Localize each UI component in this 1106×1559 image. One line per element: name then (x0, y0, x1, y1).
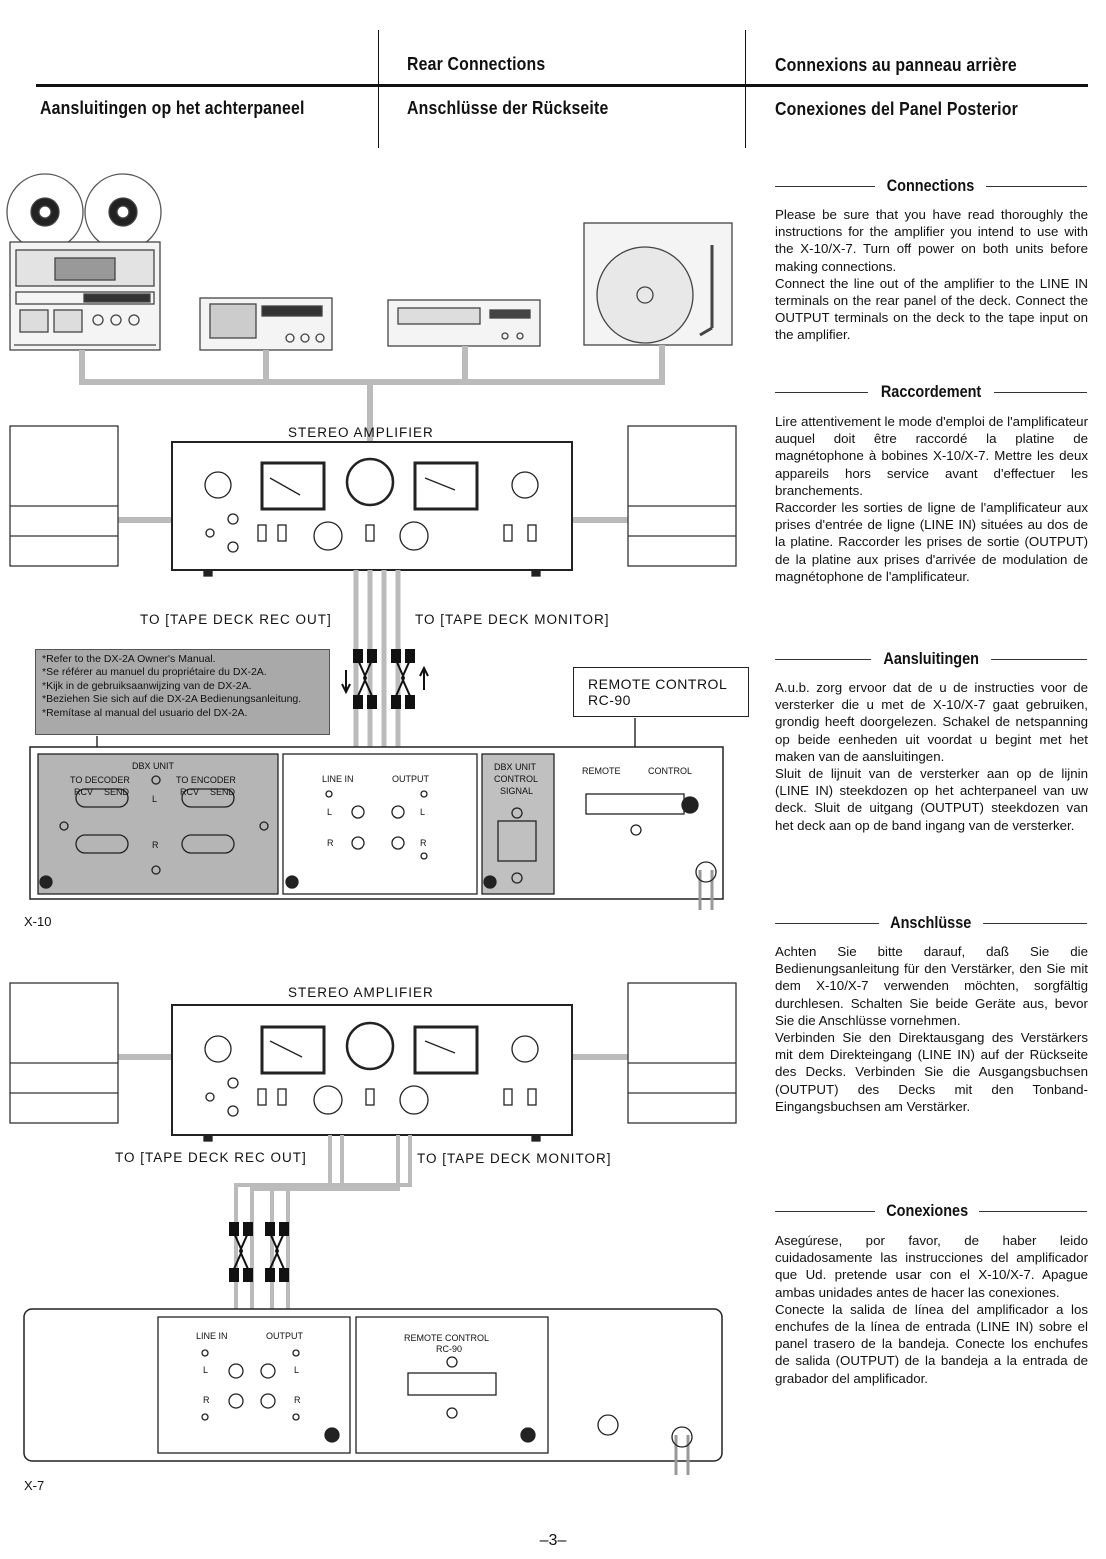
x7-rear-panel (23, 1308, 723, 1475)
section-text-es: Asegúrese, por favor, de haber leido cui… (775, 1233, 1088, 1386)
panel-dbx-control-2: CONTROL (494, 774, 538, 784)
section-title-connections: Connections (775, 175, 1087, 197)
panel-r-in: R (327, 838, 334, 848)
panel-rcv-1: RCV (74, 787, 93, 797)
diagram-x10: DBX UNIT TO DECODER TO ENCODER RCV SEND … (6, 173, 737, 910)
panel-line-in: LINE IN (322, 774, 354, 784)
header-divider-right (745, 30, 746, 148)
panel-send-2: SEND (210, 787, 236, 797)
amp-label-x7: STEREO AMPLIFIER (288, 985, 434, 1000)
header-conexiones: Conexiones del Panel Posterior (775, 99, 1018, 119)
x7-panel-rc90: RC-90 (436, 1344, 462, 1354)
panel-r-out: R (420, 838, 427, 848)
page-number: –3– (539, 1532, 567, 1549)
stereo-amplifier-illustration (171, 441, 573, 577)
tuner-illustration (387, 299, 541, 347)
rca-plug-group-x7 (229, 1222, 289, 1282)
dx2a-note-box: *Refer to the DX-2A Owner's Manual. *Se … (35, 649, 330, 735)
rca-plug-group (341, 649, 429, 709)
section-title-conexiones: Conexiones (775, 1200, 1087, 1222)
header-rear-connections: Rear Connections (407, 54, 546, 74)
amp-label-x10: STEREO AMPLIFIER (288, 425, 434, 440)
panel-dbx-unit-label: DBX UNIT (132, 761, 175, 771)
header-connexions: Connexions au panneau arrière (775, 55, 1017, 75)
panel-output: OUTPUT (392, 774, 430, 784)
x7-panel-r-out: R (294, 1395, 301, 1405)
speaker-left-x7-illustration (9, 982, 119, 1124)
panel-l-dbx: L (152, 794, 157, 804)
x10-rear-panel (29, 746, 724, 910)
x7-panel-l-in: L (203, 1365, 208, 1375)
section-title-anschlusse: Anschlüsse (775, 912, 1087, 934)
to-monitor-x10: TO [TAPE DECK MONITOR] (415, 612, 610, 627)
panel-rcv-2: RCV (180, 787, 199, 797)
panel-remote: REMOTE (582, 766, 621, 776)
section-text-fr: Lire attentivement le mode d'emploi de l… (775, 414, 1088, 584)
stereo-amplifier-x7-illustration (171, 1004, 573, 1142)
section-title-aansluitingen: Aansluitingen (775, 648, 1087, 670)
header-rule (36, 84, 1088, 87)
cassette-deck-illustration (199, 297, 333, 351)
speaker-right-illustration (627, 425, 737, 567)
reel-deck-illustration (6, 173, 162, 351)
x7-panel-output: OUTPUT (266, 1331, 304, 1341)
turntable-illustration (583, 222, 733, 346)
section-text-de: Achten Sie bitte darauf, daß Sie die Bed… (775, 944, 1088, 1114)
diagram-x7: LINE IN OUTPUT L L R R REMOTE CONTROL RC… (9, 982, 737, 1475)
remote-control-box: REMOTE CONTROL RC-90 (573, 667, 749, 717)
speaker-right-x7-illustration (627, 982, 737, 1124)
panel-l-in: L (327, 807, 332, 817)
panel-control: CONTROL (648, 766, 692, 776)
header-anschlusse: Anschlüsse der Rückseite (407, 98, 609, 118)
section-text-en: Please be sure that you have read thorou… (775, 207, 1088, 343)
x7-panel-l-out: L (294, 1365, 299, 1375)
panel-to-encoder-label: TO ENCODER (176, 775, 236, 785)
section-text-nl: A.u.b. zorg ervoor dat de u de instructi… (775, 680, 1088, 833)
panel-to-decoder-label: TO DECODER (70, 775, 130, 785)
panel-r-dbx: R (152, 840, 159, 850)
x7-panel-r-in: R (203, 1395, 210, 1405)
model-label-x10: X-10 (24, 914, 52, 929)
to-monitor-x7: TO [TAPE DECK MONITOR] (417, 1151, 612, 1166)
speaker-left-illustration (9, 425, 119, 567)
panel-send-1: SEND (104, 787, 130, 797)
panel-l-out: L (420, 807, 425, 817)
x7-panel-remote-control: REMOTE CONTROL (404, 1333, 489, 1343)
x7-panel-line-in: LINE IN (196, 1331, 228, 1341)
to-rec-out-x10: TO [TAPE DECK REC OUT] (140, 612, 332, 627)
panel-dbx-control-3: SIGNAL (500, 786, 533, 796)
to-rec-out-x7: TO [TAPE DECK REC OUT] (115, 1150, 307, 1165)
section-title-raccordement: Raccordement (775, 381, 1088, 403)
header-divider-left (378, 30, 379, 148)
panel-dbx-control-1: DBX UNIT (494, 762, 537, 772)
model-label-x7: X-7 (24, 1478, 45, 1493)
header-aansluitingen: Aansluitingen op het achterpaneel (40, 98, 305, 118)
